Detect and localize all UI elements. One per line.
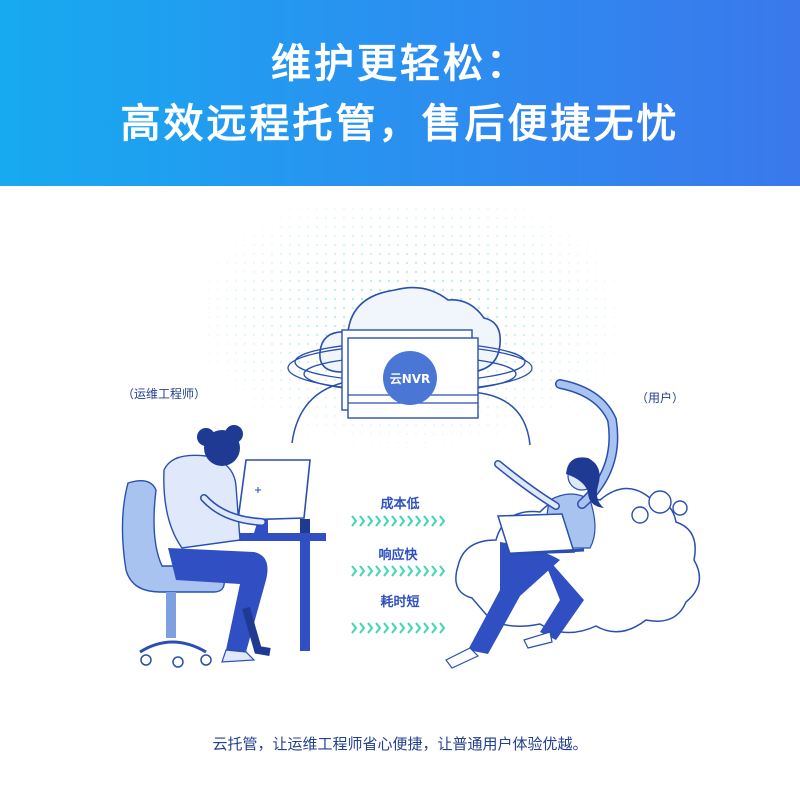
role-label-engineer: （运维工程师） xyxy=(122,386,206,401)
benefit-label-cost: 成本低 xyxy=(380,496,419,512)
laptop xyxy=(496,513,576,555)
cloud-nvr-icon: 云NVR xyxy=(287,286,533,419)
arrow-chevrons-1 xyxy=(351,515,446,527)
arrow-chevrons-3 xyxy=(351,622,446,634)
desk xyxy=(196,533,326,541)
page-title-line-2: 高效远程托管，售后便捷无忧 xyxy=(120,101,680,147)
office-chair xyxy=(121,480,225,593)
page-title-line-1: 维护更轻松： xyxy=(271,41,529,87)
engineer-illustration xyxy=(121,425,326,668)
cloud-nvr-label: 云NVR xyxy=(390,372,431,386)
role-label-user: （用户） xyxy=(636,390,684,405)
footer-caption: 云托管，让运维工程师省心便捷，让普通用户体验优越。 xyxy=(212,735,588,753)
arrow-chevrons-2 xyxy=(351,565,446,577)
user-illustration xyxy=(445,379,701,669)
benefit-label-time: 耗时短 xyxy=(380,594,419,610)
diagram-illustration: 云NVR （运维工程师） （用户） 成本低 响应快 耗时短 xyxy=(121,205,701,669)
benefit-label-response: 响应快 xyxy=(378,547,418,563)
connection-arc-right xyxy=(469,391,531,446)
header-banner: 维护更轻松： 高效远程托管，售后便捷无忧 xyxy=(0,0,800,186)
monitor xyxy=(237,459,311,521)
